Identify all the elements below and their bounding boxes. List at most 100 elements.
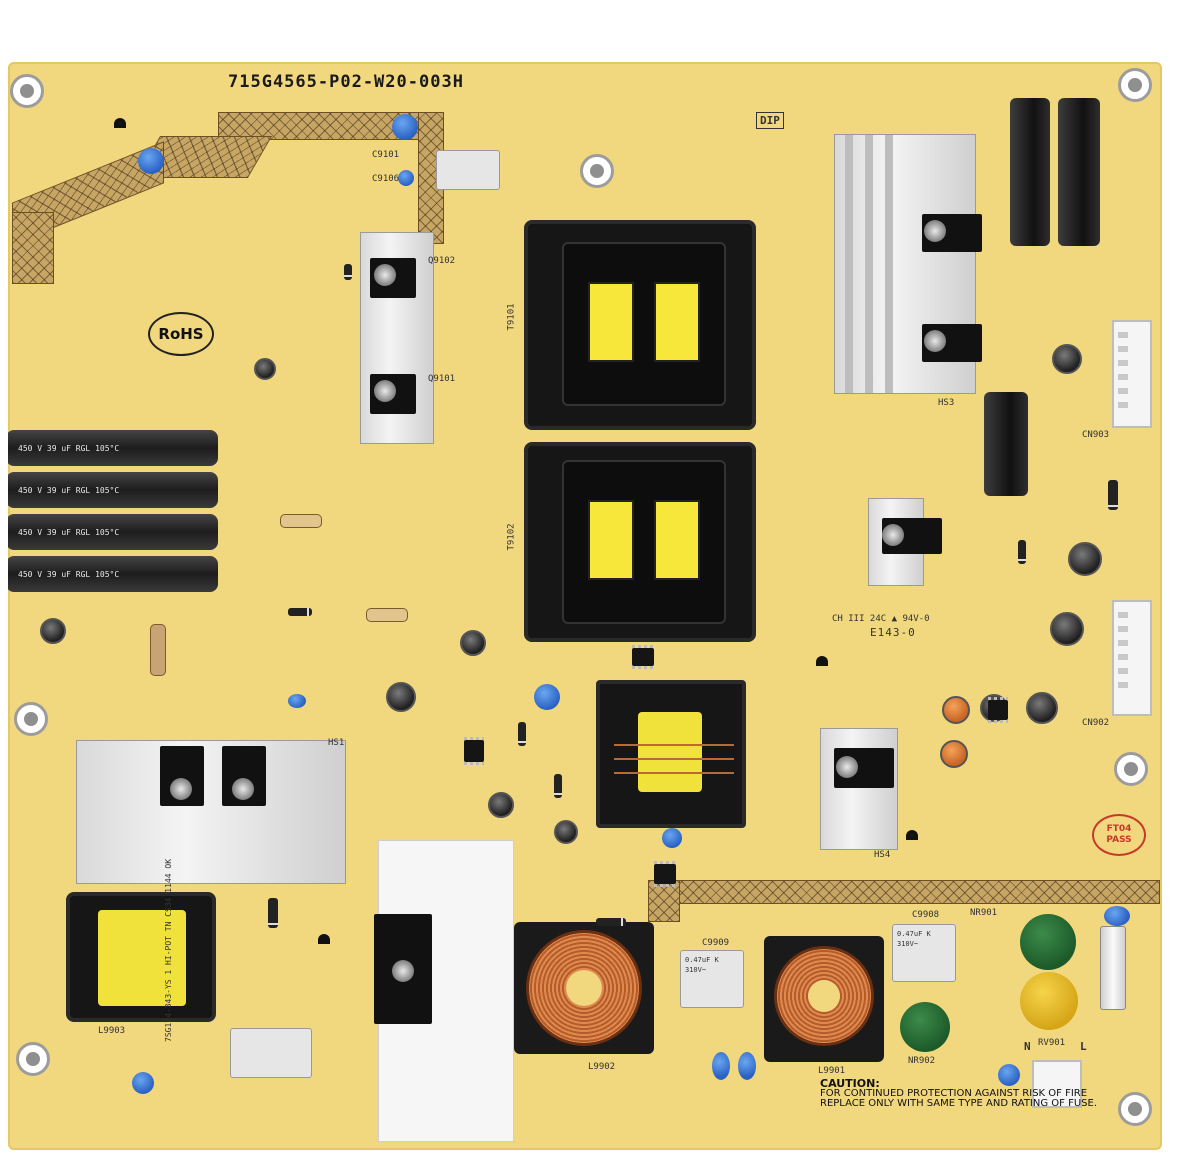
screw-icon: [374, 380, 396, 402]
resistor: [150, 624, 166, 676]
ceramic-capacitor-blue: [662, 828, 682, 848]
electrolytic-capacitor: [254, 358, 276, 380]
electrolytic-capacitor: [386, 682, 416, 712]
small-transistor: [318, 934, 330, 944]
caution-notice: CAUTION: FOR CONTINUED PROTECTION AGAINS…: [820, 1077, 1097, 1109]
electrolytic-capacitor: [1068, 542, 1102, 576]
ceramic-capacitor-blue: [392, 114, 418, 140]
electrolytic-capacitor-orange: [942, 696, 970, 724]
mounting-hole-top-right: [1118, 68, 1152, 102]
ref-c9908: C9908: [912, 910, 940, 920]
transformer-t9102: [524, 442, 756, 642]
ic-chip: [654, 861, 676, 887]
transformer-t9301: [596, 680, 746, 828]
x-capacitor-c9909: 0.47uF K 310V~: [680, 950, 744, 1008]
ref-hs4: HS4: [874, 850, 891, 860]
mounting-hole-top-left: [10, 74, 44, 108]
connector-cn902: [1112, 600, 1152, 716]
output-capacitor-3: [984, 392, 1028, 496]
electrolytic-capacitor: [460, 630, 486, 656]
standby-transformer: [66, 892, 216, 1022]
mounting-hole-left-mid: [14, 702, 48, 736]
hatched-trace-bottom: [668, 880, 1160, 904]
ref-rv901: RV901: [1038, 1038, 1066, 1048]
ic-chip: [464, 737, 484, 765]
ceramic-capacitor-blue: [738, 1052, 756, 1080]
screw-icon: [392, 960, 414, 982]
diode: [268, 898, 278, 928]
heatsink-hs1: [76, 740, 346, 884]
ref-cn903: CN903: [1082, 430, 1110, 440]
ic-chip: [632, 645, 654, 669]
ceramic-capacitor-blue: [132, 1072, 154, 1094]
ref-cn902: CN902: [1082, 718, 1110, 728]
x-capacitor-bottom-left: [230, 1028, 312, 1078]
electrolytic-capacitor: [1050, 612, 1084, 646]
screw-icon: [232, 778, 254, 800]
electrolytic-capacitor: [488, 792, 514, 818]
bulk-capacitor-3: 450 V 39 uF RGL 105°C: [8, 514, 218, 550]
screw-icon: [836, 756, 858, 778]
ul-mark: E143-0: [870, 626, 916, 639]
small-transistor: [114, 118, 126, 128]
ceramic-capacitor-blue: [398, 170, 414, 186]
ref-l9903: L9903: [98, 1026, 126, 1036]
diode: [344, 264, 352, 280]
ref-q9101: Q9101: [428, 374, 456, 384]
small-transistor: [906, 830, 918, 840]
fuse: [1100, 926, 1126, 1010]
hatched-trace-left-vertical: [12, 212, 54, 284]
rohs-mark: RoHS: [148, 312, 214, 356]
small-transistor: [816, 656, 828, 666]
varistor-rv901: [1020, 972, 1078, 1030]
power-supply-board: 715G4565-P02-W20-003H RoHS DIP 450 V 39 …: [8, 62, 1162, 1150]
diode: [596, 918, 626, 926]
ref-nr901: NR901: [970, 908, 998, 918]
x-capacitor-c9908: 0.47uF K 310V~: [892, 924, 956, 982]
ceramic-capacitor-blue: [534, 684, 560, 710]
electrolytic-capacitor: [1052, 344, 1082, 374]
heatsink-hs3: [834, 134, 976, 394]
ceramic-capacitor-blue: [712, 1052, 730, 1080]
ref-l9901: L9901: [818, 1066, 846, 1076]
toroid-coil: [774, 946, 874, 1046]
thermistor-nr901: [1020, 914, 1076, 970]
output-capacitor-1: [1010, 98, 1050, 246]
connector-cn903: [1112, 320, 1152, 428]
hatched-trace-bottom-left: [648, 880, 680, 922]
ul-rating: CH III 24C ▲ 94V-0: [832, 614, 930, 624]
ref-hs1: HS1: [328, 738, 345, 748]
bulk-capacitor-1: 450 V 39 uF RGL 105°C: [8, 430, 218, 466]
ceramic-capacitor-blue: [1104, 906, 1130, 926]
ref-t9101: T9101: [506, 303, 517, 331]
dip-mark: DIP: [756, 112, 784, 129]
bulk-capacitor-4: 450 V 39 uF RGL 105°C: [8, 556, 218, 592]
qa-pass-stamp: FT04 PASS: [1092, 814, 1146, 856]
resistor: [280, 514, 322, 528]
screw-icon: [374, 264, 396, 286]
diode: [288, 608, 312, 616]
transformer-t9101: [524, 220, 756, 430]
ic-chip: [988, 697, 1008, 723]
standby-transformer-label: 7SG174-343-YS 1 HI-POT TN CS34 1144 OK: [164, 858, 173, 1042]
ceramic-capacitor-blue: [998, 1064, 1020, 1086]
mounting-hole-right-mid: [1114, 752, 1148, 786]
caution-line-1: FOR CONTINUED PROTECTION AGAINST RISK OF…: [820, 1088, 1088, 1099]
ref-nr902: NR902: [908, 1056, 936, 1066]
diode: [518, 722, 526, 746]
diode: [554, 774, 562, 798]
electrolytic-capacitor-orange: [940, 740, 968, 768]
heatsink-hs4: [820, 728, 898, 850]
screw-icon: [924, 220, 946, 242]
ref-l9902: L9902: [588, 1062, 616, 1072]
ref-c9909: C9909: [702, 938, 730, 948]
x-capacitor-small: [436, 150, 500, 190]
caution-heading: CAUTION:: [820, 1077, 880, 1090]
diode: [1108, 480, 1118, 510]
mounting-hole-top-mid: [580, 154, 614, 188]
diode: [1018, 540, 1026, 564]
electrolytic-capacitor: [554, 820, 578, 844]
bulk-capacitor-2: 450 V 39 uF RGL 105°C: [8, 472, 218, 508]
ceramic-capacitor-blue: [288, 694, 306, 708]
screw-icon: [170, 778, 192, 800]
